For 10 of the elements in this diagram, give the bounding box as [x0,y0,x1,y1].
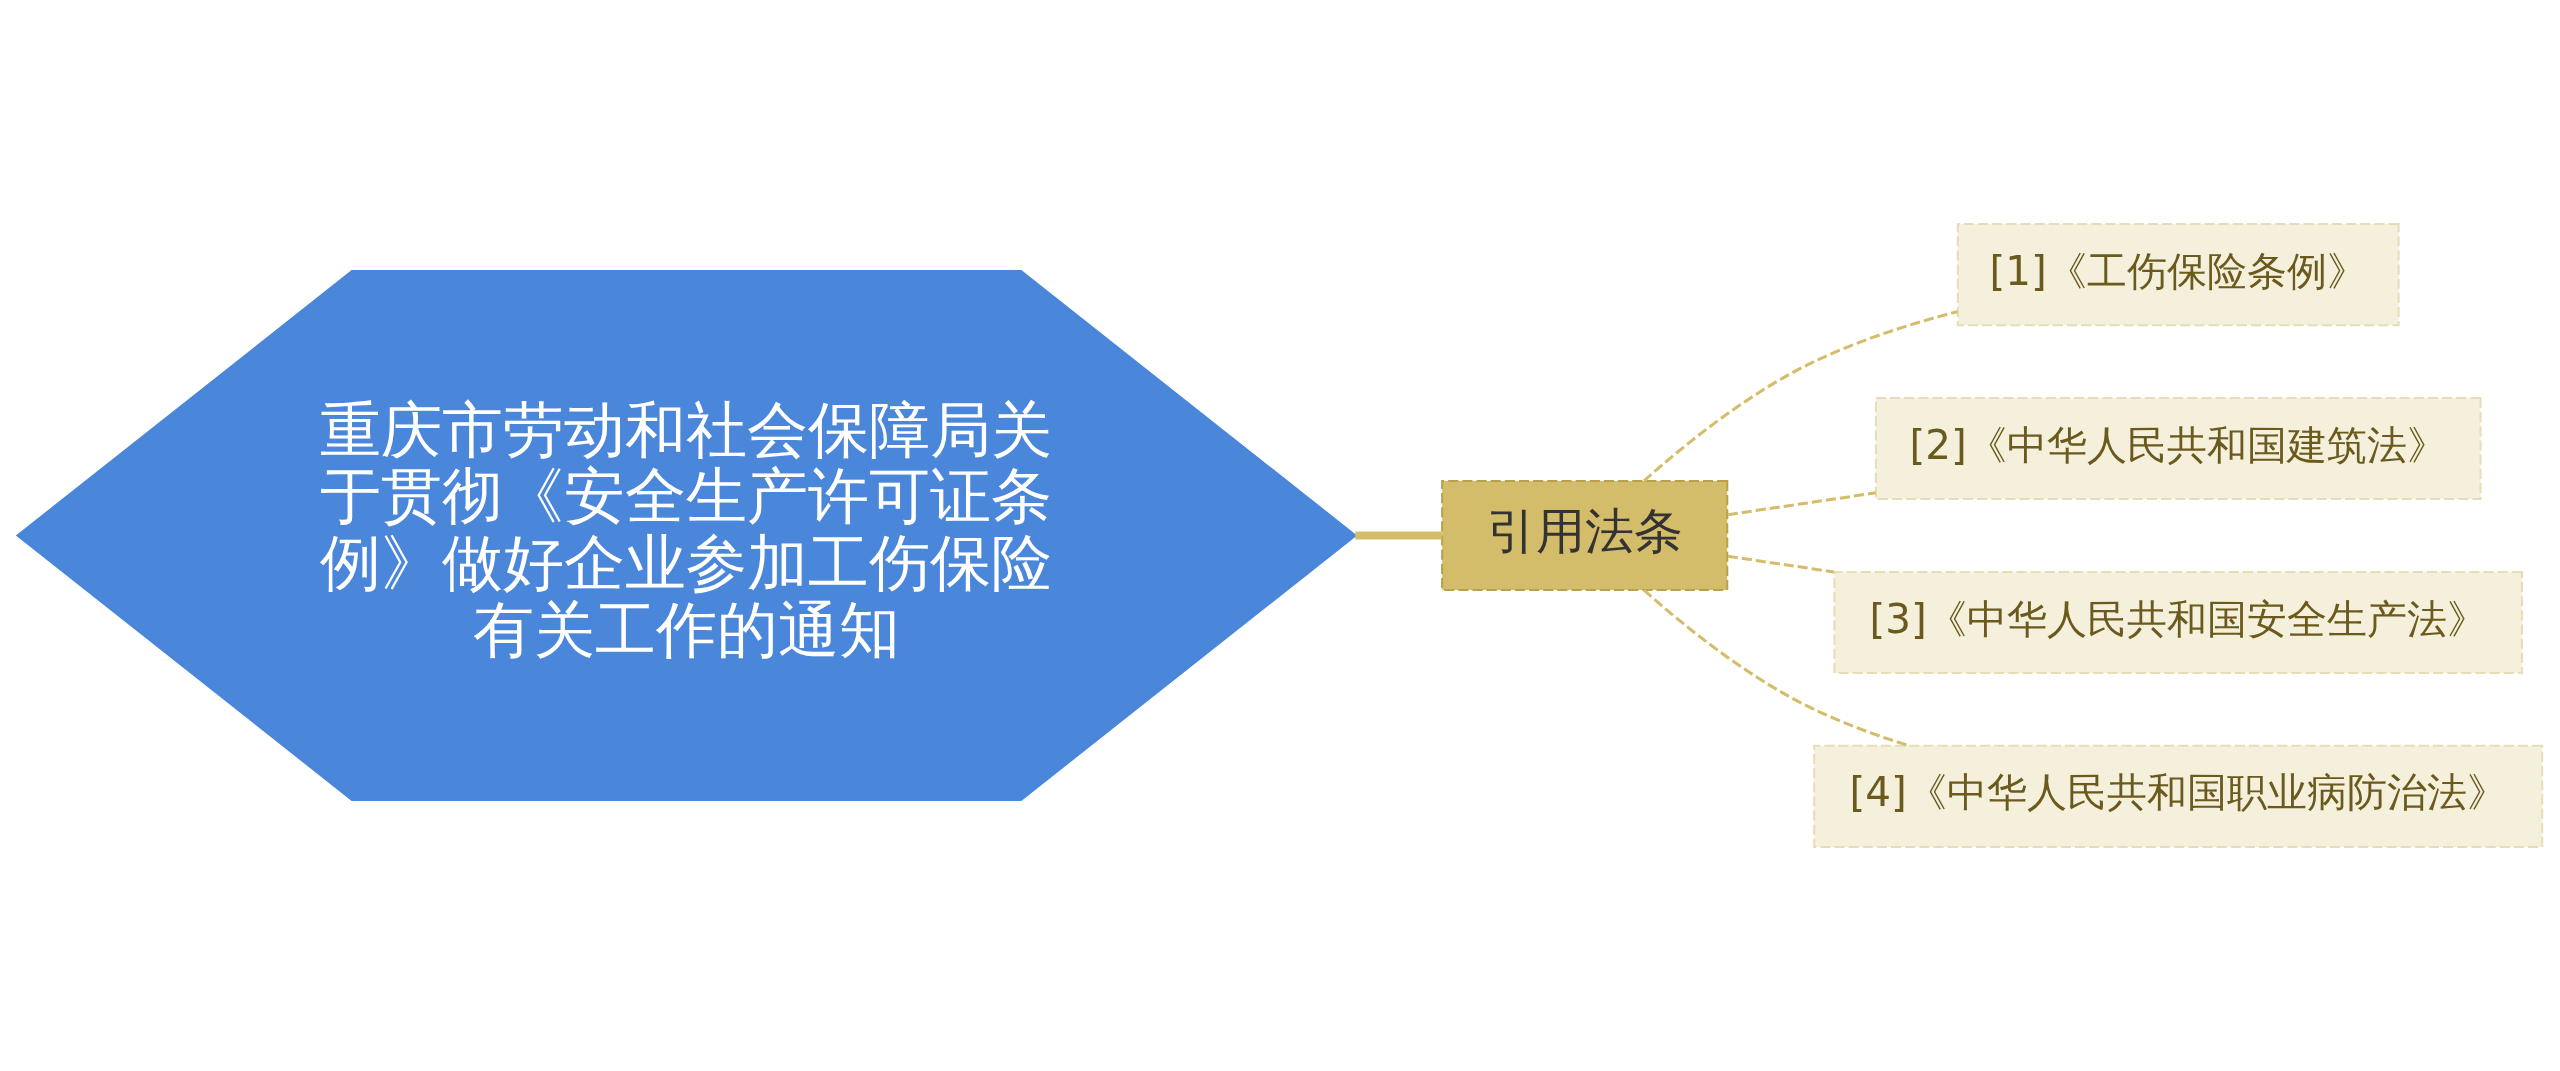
node-box: [4]《中华人民共和国职业病防治法》 [1813,744,2544,848]
connector [1727,554,1835,574]
node-box: [2]《中华人民共和国建筑法》 [1874,397,2482,501]
node-box: [1]《工伤保险条例》 [1956,223,2400,327]
connector [1642,589,1910,748]
connector [1355,531,1442,540]
node-box: 引用法条 [1441,479,1729,592]
connector [1727,491,1876,517]
connector [1642,310,1959,482]
node-box: [3]《中华人民共和国安全生产法》 [1833,570,2523,674]
